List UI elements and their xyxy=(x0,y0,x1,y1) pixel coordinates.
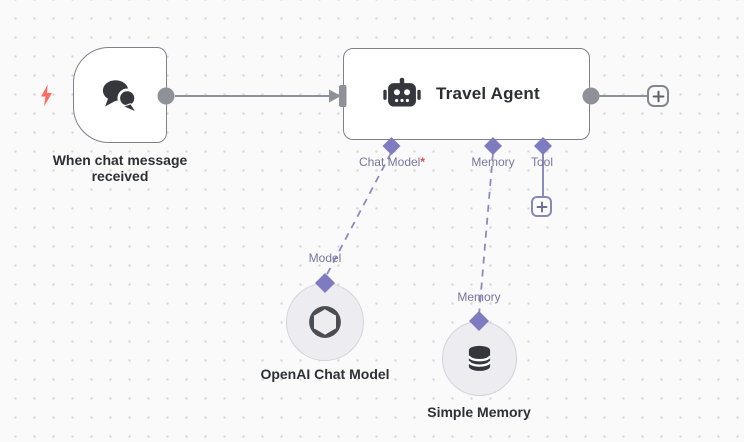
lightning-bolt-icon xyxy=(41,84,52,107)
node-travel-agent[interactable]: Travel Agent xyxy=(343,48,590,140)
node-chat-trigger[interactable] xyxy=(73,47,167,143)
openai-output-label: Model xyxy=(308,251,342,265)
required-marker: * xyxy=(420,155,426,169)
node-simple-memory[interactable] xyxy=(442,321,517,396)
chat-model-label-text: Chat Model xyxy=(358,155,421,169)
memory-output-label: Memory xyxy=(457,290,501,304)
database-icon xyxy=(467,345,492,371)
plus-icon xyxy=(652,90,664,102)
connection-arrowhead xyxy=(329,89,341,103)
add-node-button-main-output[interactable] xyxy=(647,85,669,107)
agent-node-title: Travel Agent xyxy=(436,84,540,103)
memory-node-caption: Simple Memory xyxy=(427,404,531,420)
add-node-button-tool[interactable] xyxy=(531,196,552,217)
openai-node-caption: OpenAI Chat Model xyxy=(260,366,390,382)
robot-icon xyxy=(383,77,421,107)
node-openai-chat-model[interactable] xyxy=(286,283,364,361)
trigger-node-caption: When chat message received xyxy=(52,152,188,184)
openai-logo-icon xyxy=(309,306,341,338)
agent-input-label-chat-model: Chat Model* xyxy=(342,155,442,169)
chat-bubbles-icon xyxy=(102,79,137,112)
connection-trigger-to-agent[interactable] xyxy=(175,85,347,107)
agent-input-label-tool: Tool xyxy=(530,155,553,169)
plus-icon xyxy=(536,201,547,212)
